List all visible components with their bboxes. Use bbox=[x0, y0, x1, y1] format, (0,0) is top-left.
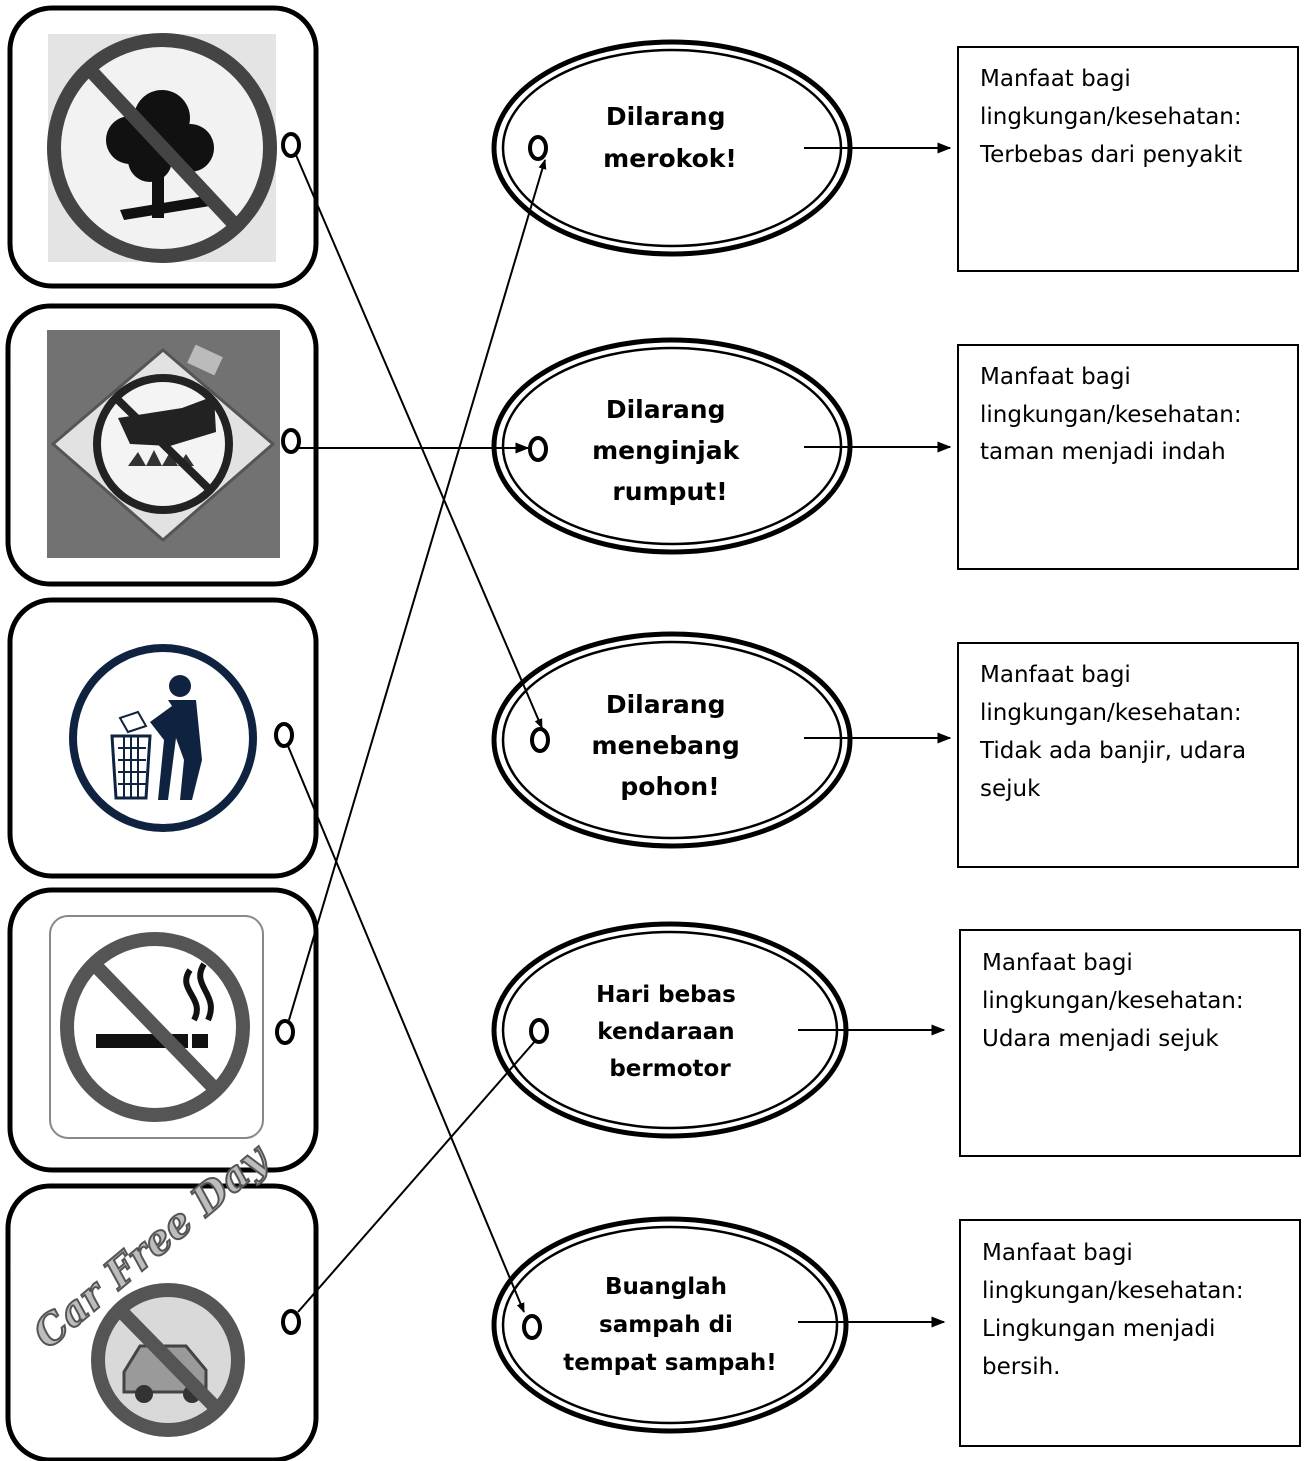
oval-text-line: sampah di bbox=[599, 1312, 733, 1338]
sign-card-no-stepping-on-grass bbox=[5, 303, 319, 587]
no-smoking-icon bbox=[49, 915, 264, 1139]
oval-text-line: bermotor bbox=[609, 1056, 731, 1082]
oval-connector-dot[interactable] bbox=[530, 727, 550, 753]
benefit-box-4: Manfaat bagi lingkungan/kesehatan: Udara… bbox=[959, 929, 1301, 1157]
oval-no-smoking: Dilarang merokok! bbox=[491, 39, 853, 257]
sign-connector-dot[interactable] bbox=[281, 132, 301, 158]
oval-no-stepping-on-grass: Dilarang menginjak rumput! bbox=[491, 337, 853, 555]
benefit-text-line: Terbebas dari penyakit bbox=[979, 142, 1242, 168]
svg-text:Dilarang menebang: Dilarang menebang pohon! bbox=[592, 690, 749, 801]
benefit-box-5: Manfaat bagi lingkungan/kesehatan: Lingk… bbox=[959, 1219, 1301, 1447]
oval-dispose-trash: Buanglah sampah di tempat sampah! bbox=[491, 1216, 849, 1434]
benefit-text-line: Manfaat bagi bbox=[982, 950, 1133, 976]
benefit-text-line: lingkungan/kesehatan: bbox=[980, 104, 1242, 130]
benefit-text-line: Lingkungan menjadi bbox=[982, 1316, 1215, 1342]
sign-card-car-free-day: Car Free Day bbox=[5, 1132, 319, 1461]
oval-no-tree-cutting: Dilarang menebang pohon! bbox=[491, 631, 853, 849]
benefit-box-3: Manfaat bagi lingkungan/kesehatan: Tidak… bbox=[957, 642, 1299, 868]
benefit-box-2: Manfaat bagi lingkungan/kesehatan: taman… bbox=[957, 344, 1299, 570]
sign-card-no-smoking bbox=[7, 887, 319, 1173]
benefit-box-1: Manfaat bagi lingkungan/kesehatan: Terbe… bbox=[957, 46, 1299, 272]
svg-text:Buanglah sampah di: Buanglah sampah di tempat sampah! bbox=[563, 1274, 777, 1376]
oval-text-line: menginjak bbox=[592, 436, 741, 465]
svg-text:Manfaat bagi lingkungan/: Manfaat bagi lingkungan/kesehatan: Lingk… bbox=[982, 1240, 1251, 1380]
oval-text-line: kendaraan bbox=[597, 1019, 734, 1045]
match-line-no-smoking bbox=[288, 159, 547, 1021]
benefit-text-line: lingkungan/kesehatan: bbox=[982, 988, 1244, 1014]
sign-connector-dot[interactable] bbox=[274, 722, 294, 748]
sign-card-dispose-trash bbox=[7, 597, 319, 879]
sign-connector-dot[interactable] bbox=[281, 428, 301, 454]
oval-text-line: Dilarang bbox=[606, 102, 726, 131]
oval-text-line: pohon! bbox=[620, 772, 719, 801]
benefit-text-line: taman menjadi indah bbox=[980, 439, 1226, 465]
benefit-text-line: lingkungan/kesehatan: bbox=[982, 1278, 1244, 1304]
benefit-text-line: bersih. bbox=[982, 1354, 1060, 1380]
svg-text:Hari bebas kendaraan: Hari bebas kendaraan bermotor bbox=[596, 982, 744, 1082]
svg-text:Manfaat bagi lingkungan/: Manfaat bagi lingkungan/kesehatan: taman… bbox=[980, 364, 1249, 465]
benefit-text-line: sejuk bbox=[980, 776, 1041, 802]
benefit-text-line: Manfaat bagi bbox=[980, 364, 1131, 390]
sign-connector-dot[interactable] bbox=[281, 1309, 301, 1335]
benefit-text-line: Manfaat bagi bbox=[980, 662, 1131, 688]
oval-text-line: rumput! bbox=[612, 477, 727, 506]
svg-text:Manfaat bagi lingkungan/: Manfaat bagi lingkungan/kesehatan: Tidak… bbox=[979, 662, 1253, 802]
oval-text-line: menebang bbox=[592, 731, 740, 760]
oval-text-line: Buanglah bbox=[605, 1274, 727, 1300]
no-walking-on-grass-icon bbox=[47, 330, 280, 558]
oval-connector-dot[interactable] bbox=[528, 135, 548, 161]
oval-text-line: Hari bebas bbox=[596, 982, 736, 1008]
benefit-text-line: lingkungan/kesehatan: bbox=[980, 402, 1242, 428]
match-line-car-free-day bbox=[297, 1039, 537, 1313]
trash-bin-icon bbox=[69, 644, 257, 832]
benefit-text-line: Manfaat bagi bbox=[982, 1240, 1133, 1266]
oval-car-free-day: Hari bebas kendaraan bermotor bbox=[491, 921, 849, 1139]
sign-connector-dot[interactable] bbox=[275, 1019, 295, 1045]
benefit-text-line: Manfaat bagi bbox=[980, 66, 1131, 92]
benefit-text-line: Udara menjadi sejuk bbox=[982, 1026, 1219, 1052]
svg-text:Dilarang merokok!: Dilarang merokok! bbox=[603, 102, 737, 173]
oval-connector-dot[interactable] bbox=[529, 1018, 549, 1044]
benefit-text-line: lingkungan/kesehatan: bbox=[980, 700, 1242, 726]
oval-text-line: Dilarang bbox=[606, 690, 726, 719]
svg-text:Manfaat bagi lingkungan/: Manfaat bagi lingkungan/kesehatan: Udara… bbox=[982, 950, 1251, 1052]
match-line-no-tree-cutting bbox=[295, 154, 543, 729]
oval-connector-dot[interactable] bbox=[528, 436, 548, 462]
match-line-dispose-trash bbox=[287, 745, 525, 1313]
no-tree-cutting-icon bbox=[47, 33, 277, 263]
oval-text-line: Dilarang bbox=[606, 395, 726, 424]
svg-text:Manfaat bagi lingkungan/: Manfaat bagi lingkungan/kesehatan: Terbe… bbox=[979, 66, 1249, 168]
oval-connector-dot[interactable] bbox=[522, 1314, 542, 1340]
sign-card-no-tree-cutting bbox=[7, 5, 319, 289]
oval-text-line: tempat sampah! bbox=[563, 1350, 777, 1376]
svg-text:Dilarang menginjak: Dilarang menginjak rumput! bbox=[592, 395, 748, 506]
oval-text-line: merokok! bbox=[603, 144, 737, 173]
benefit-text-line: Tidak ada banjir, udara bbox=[979, 738, 1246, 764]
